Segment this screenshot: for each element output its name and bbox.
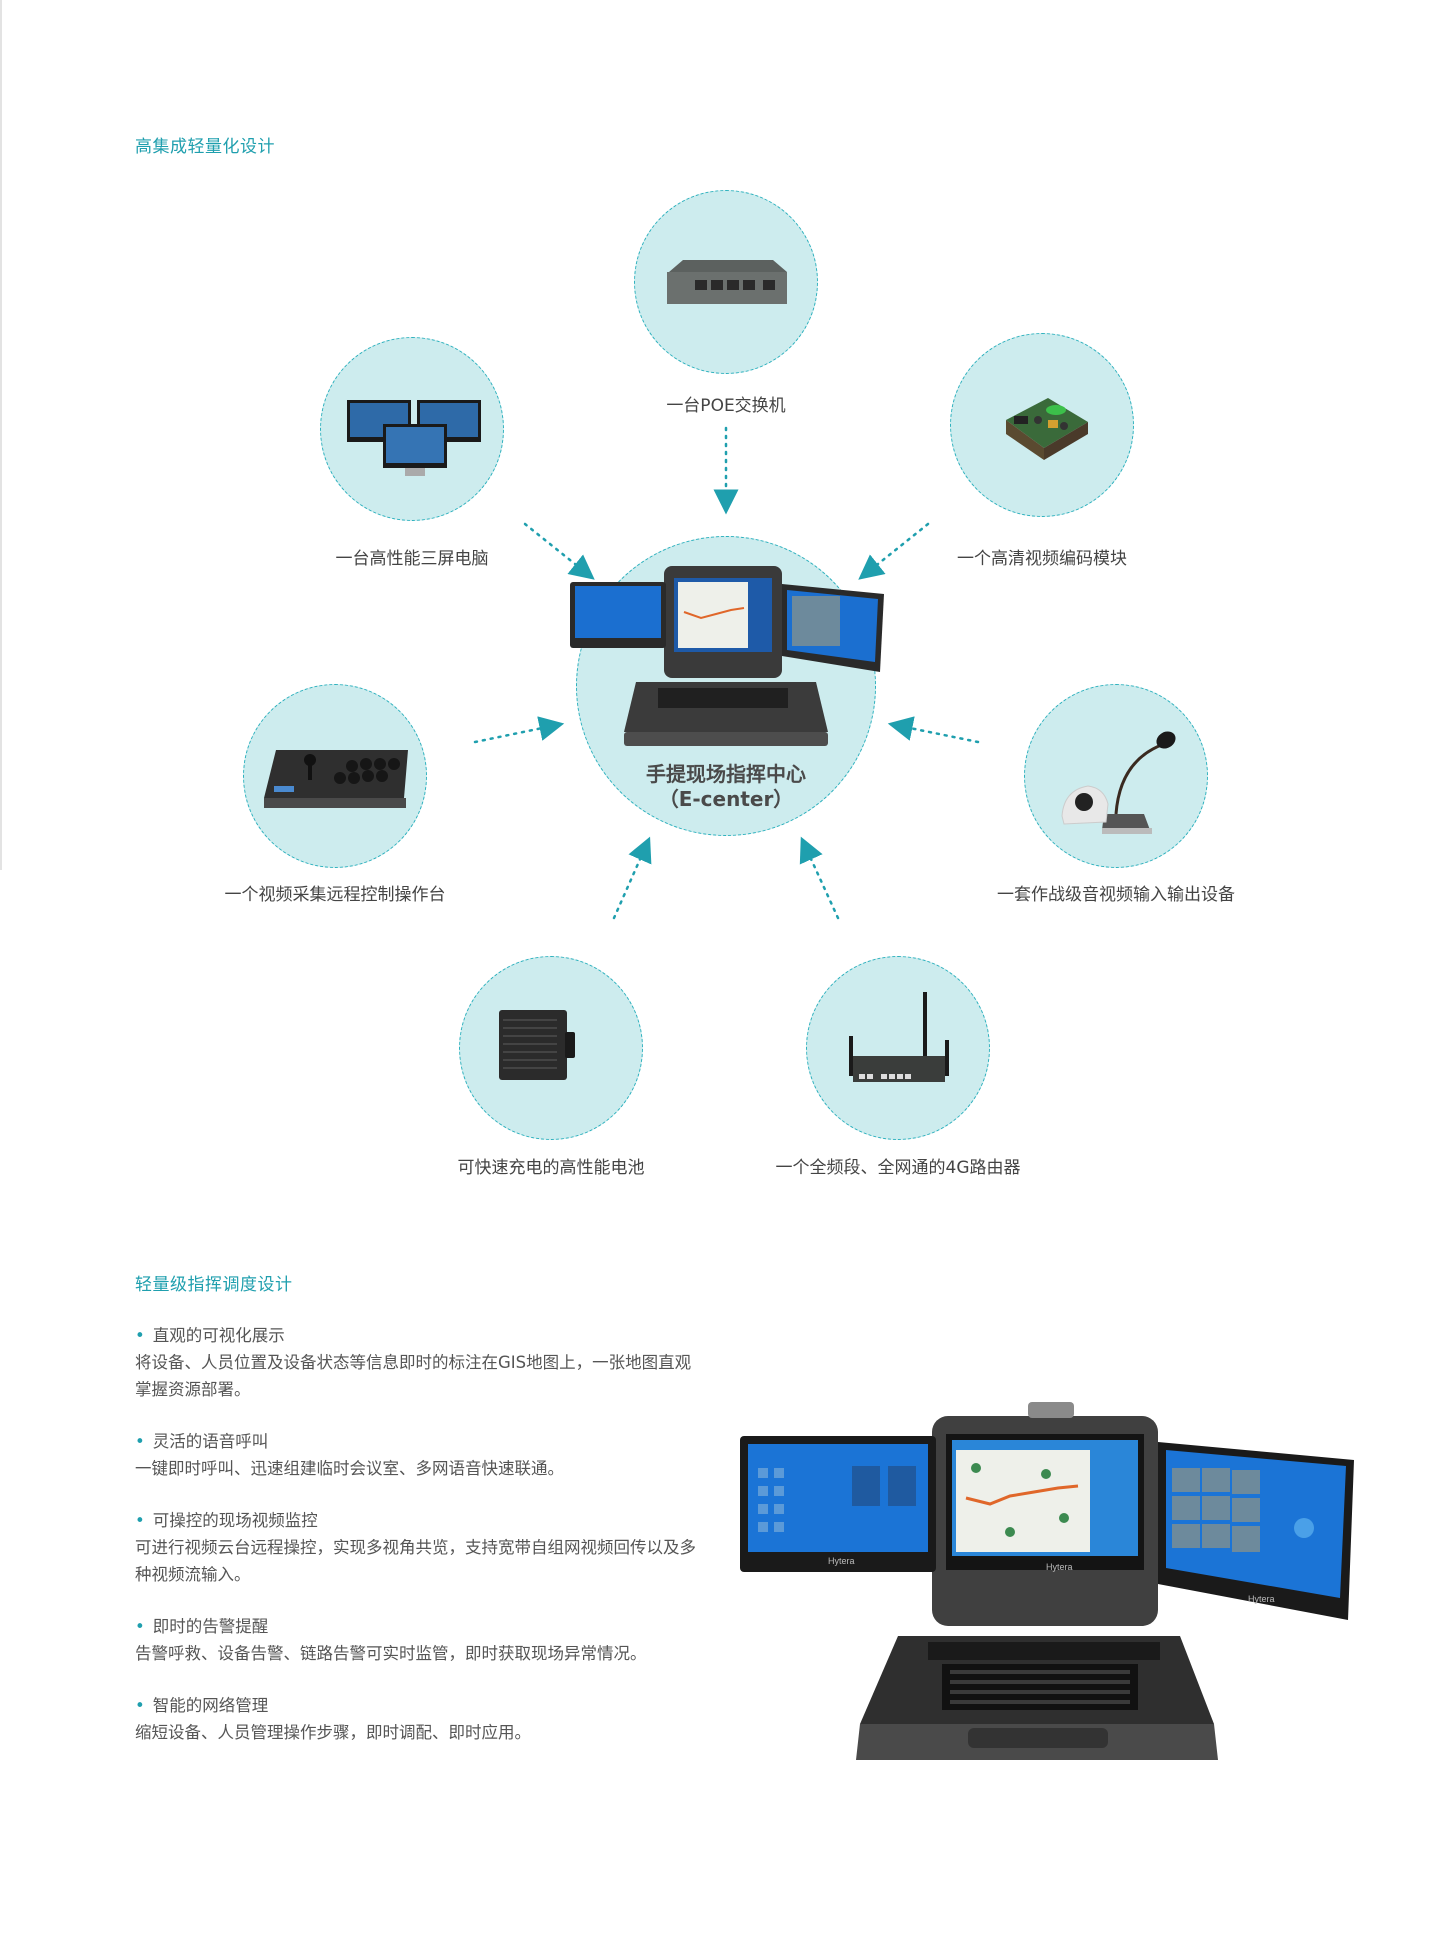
page-edge-line bbox=[0, 0, 2, 870]
component-label-router: 一个全频段、全网通的4G路由器 bbox=[775, 1158, 1021, 1178]
feature-list: • 直观的可视化展示 将设备、人员位置及设备状态等信息即时的标注在GIS地图上，一… bbox=[135, 1322, 705, 1771]
e-center-subtitle: （E-center） bbox=[658, 787, 794, 811]
feature-body: 告警呼救、设备告警、链路告警可实时监管，即时获取现场异常情况。 bbox=[135, 1644, 647, 1663]
bullet-dot-icon: • bbox=[135, 1696, 145, 1715]
feature-body: 一键即时呼叫、迅速组建临时会议室、多网语音快速联通。 bbox=[135, 1459, 564, 1478]
bullet-dot-icon: • bbox=[135, 1617, 145, 1636]
feature-head: 即时的告警提醒 bbox=[152, 1617, 269, 1636]
feature-head: 直观的可视化展示 bbox=[152, 1326, 285, 1345]
video-encoder-board-icon bbox=[1006, 398, 1088, 460]
e-center-device-icon bbox=[570, 566, 884, 746]
bullet-dot-icon: • bbox=[135, 1432, 145, 1451]
poe-switch-icon bbox=[667, 260, 787, 304]
triple-monitor-icon bbox=[347, 400, 481, 476]
feature-item: • 智能的网络管理 缩短设备、人员管理操作步骤，即时调配、即时应用。 bbox=[135, 1692, 705, 1746]
feature-head: 智能的网络管理 bbox=[152, 1696, 269, 1715]
component-label-encoder: 一个高清视频编码模块 bbox=[957, 549, 1127, 569]
section-title-integration: 高集成轻量化设计 bbox=[135, 137, 275, 157]
section-title-dispatch: 轻量级指挥调度设计 bbox=[135, 1275, 293, 1295]
component-label-av: 一套作战级音视频输入输出设备 bbox=[997, 885, 1235, 905]
control-console-icon bbox=[264, 750, 408, 808]
component-label-console: 一个视频采集远程控制操作台 bbox=[224, 885, 446, 905]
e-center-product-image: Hytera Hytera Hytera bbox=[740, 1402, 1354, 1760]
e-center-title: 手提现场指挥中心 bbox=[646, 762, 806, 786]
battery-icon bbox=[499, 1010, 575, 1080]
left-brand-label: Hytera bbox=[828, 1556, 855, 1566]
feature-item: • 灵活的语音呼叫 一键即时呼叫、迅速组建临时会议室、多网语音快速联通。 bbox=[135, 1428, 705, 1482]
connector-arrows bbox=[473, 426, 980, 920]
av-equipment-circle bbox=[1024, 684, 1208, 868]
component-label-battery: 可快速充电的高性能电池 bbox=[457, 1158, 645, 1178]
component-label-poe: 一台POE交换机 bbox=[666, 396, 786, 416]
router-icon bbox=[849, 992, 949, 1082]
component-label-pc: 一台高性能三屏电脑 bbox=[335, 549, 489, 569]
feature-body: 缩短设备、人员管理操作步骤，即时调配、即时应用。 bbox=[135, 1723, 531, 1742]
router-circle bbox=[806, 956, 990, 1140]
feature-item: • 直观的可视化展示 将设备、人员位置及设备状态等信息即时的标注在GIS地图上，一… bbox=[135, 1322, 705, 1403]
bullet-dot-icon: • bbox=[135, 1326, 145, 1345]
feature-head: 可操控的现场视频监控 bbox=[152, 1511, 318, 1530]
right-brand-label: Hytera bbox=[1248, 1594, 1275, 1604]
feature-body: 可进行视频云台远程操控，实现多视角共览，支持宽带自组网视频回传以及多种视频流输入… bbox=[135, 1538, 696, 1584]
feature-item: • 可操控的现场视频监控 可进行视频云台远程操控，实现多视角共览，支持宽带自组网视… bbox=[135, 1507, 705, 1588]
camera-microphone-icon bbox=[1061, 731, 1176, 834]
center-brand-label: Hytera bbox=[1046, 1562, 1073, 1572]
feature-head: 灵活的语音呼叫 bbox=[152, 1432, 269, 1451]
feature-body: 将设备、人员位置及设备状态等信息即时的标注在GIS地图上，一张地图直观掌握资源部… bbox=[135, 1353, 692, 1399]
feature-item: • 即时的告警提醒 告警呼救、设备告警、链路告警可实时监管，即时获取现场异常情况。 bbox=[135, 1613, 705, 1667]
bullet-dot-icon: • bbox=[135, 1511, 145, 1530]
